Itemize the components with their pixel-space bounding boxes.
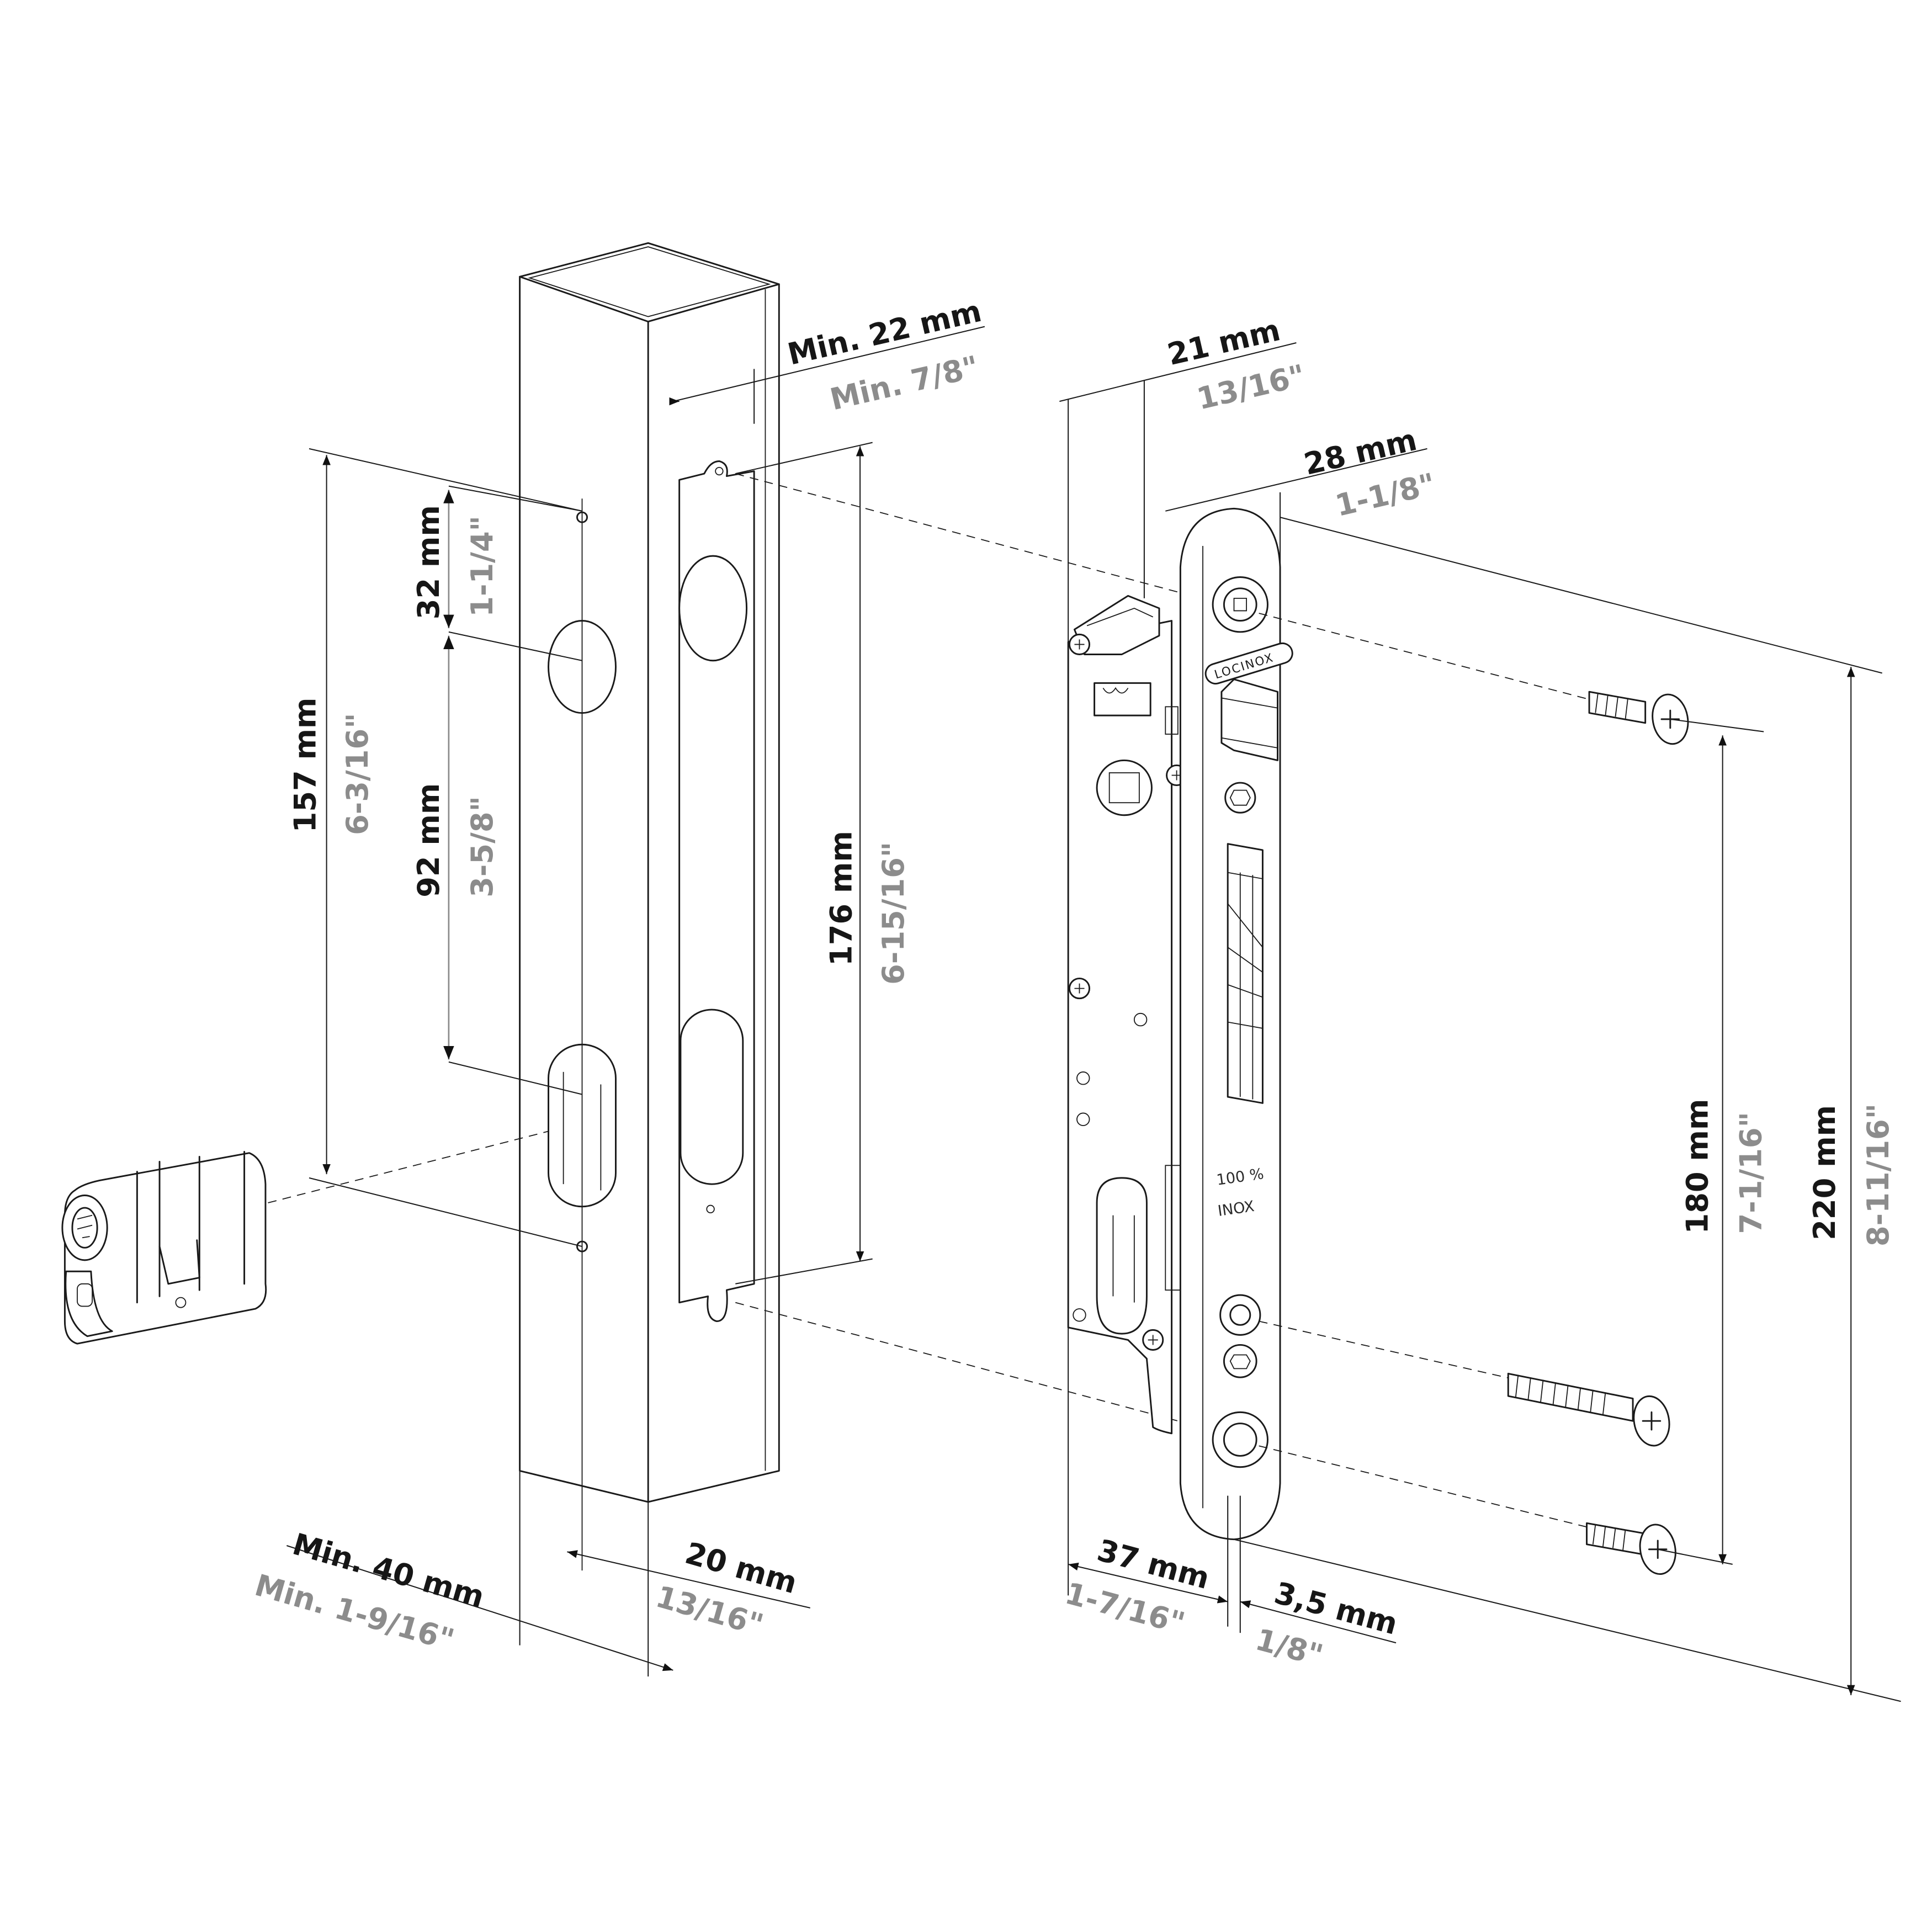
- label-inch: 8-11/16": [1861, 1103, 1896, 1246]
- screw-top: [1588, 691, 1689, 745]
- dim-faceplate-length: 220 mm 8-11/16": [1807, 1103, 1896, 1246]
- label-inch: 1-1/4": [465, 516, 500, 617]
- dim-screw-spacing: 180 mm 7-1/16": [1680, 1099, 1769, 1234]
- screw-long: [1507, 1372, 1670, 1447]
- label-mm: 157 mm: [288, 697, 322, 832]
- dim-hole-spacing: 92 mm 3-5/8": [411, 783, 500, 898]
- label-mm: 92 mm: [411, 783, 446, 898]
- label-inch: 6-15/16": [876, 842, 911, 985]
- dim-lock-depth: 37 mm 1-7/16": [1061, 1533, 1213, 1641]
- label-mm: 176 mm: [824, 831, 858, 966]
- dim-faceplate-to-body: 21 mm 13/16": [1164, 312, 1308, 416]
- dim-faceplate-width: 28 mm 1-1/8": [1301, 422, 1439, 523]
- dim-min-profile-depth: Min. 22 mm Min. 7/8": [784, 294, 985, 417]
- label-mm: 220 mm: [1807, 1105, 1842, 1240]
- gate-profile-tube: [519, 242, 780, 1503]
- screw-bottom: [1586, 1522, 1676, 1575]
- dim-drill-total: 157 mm 6-3/16": [288, 697, 375, 835]
- label-inch: 3-5/8": [465, 796, 500, 898]
- dim-min-profile-width: Min. 40 mm Min. 1-9/16": [251, 1527, 489, 1658]
- label-inch: 13/16": [1193, 358, 1308, 416]
- label-mm: 180 mm: [1680, 1099, 1715, 1234]
- label-inch: 1/8": [1252, 1622, 1327, 1673]
- label-mm: 32 mm: [411, 505, 446, 619]
- label-inch: 7-1/16": [1734, 1112, 1769, 1234]
- mortise-lock: [1067, 595, 1188, 1435]
- label-mm: 21 mm: [1164, 312, 1283, 372]
- faceplate: LOCINOX 100 % INOX: [1179, 507, 1293, 1541]
- dim-faceplate-thickness: 3,5 mm 1/8": [1252, 1575, 1402, 1673]
- label-inch: 1-1/8": [1332, 466, 1439, 523]
- dim-backset: 20 mm 13/16": [652, 1536, 801, 1643]
- euro-cylinder: [61, 1150, 267, 1345]
- dim-cutout-top-offset: 32 mm 1-1/4": [411, 505, 500, 619]
- label-inch: 6-3/16": [340, 713, 375, 835]
- dim-slot-length: 176 mm 6-15/16": [824, 831, 911, 985]
